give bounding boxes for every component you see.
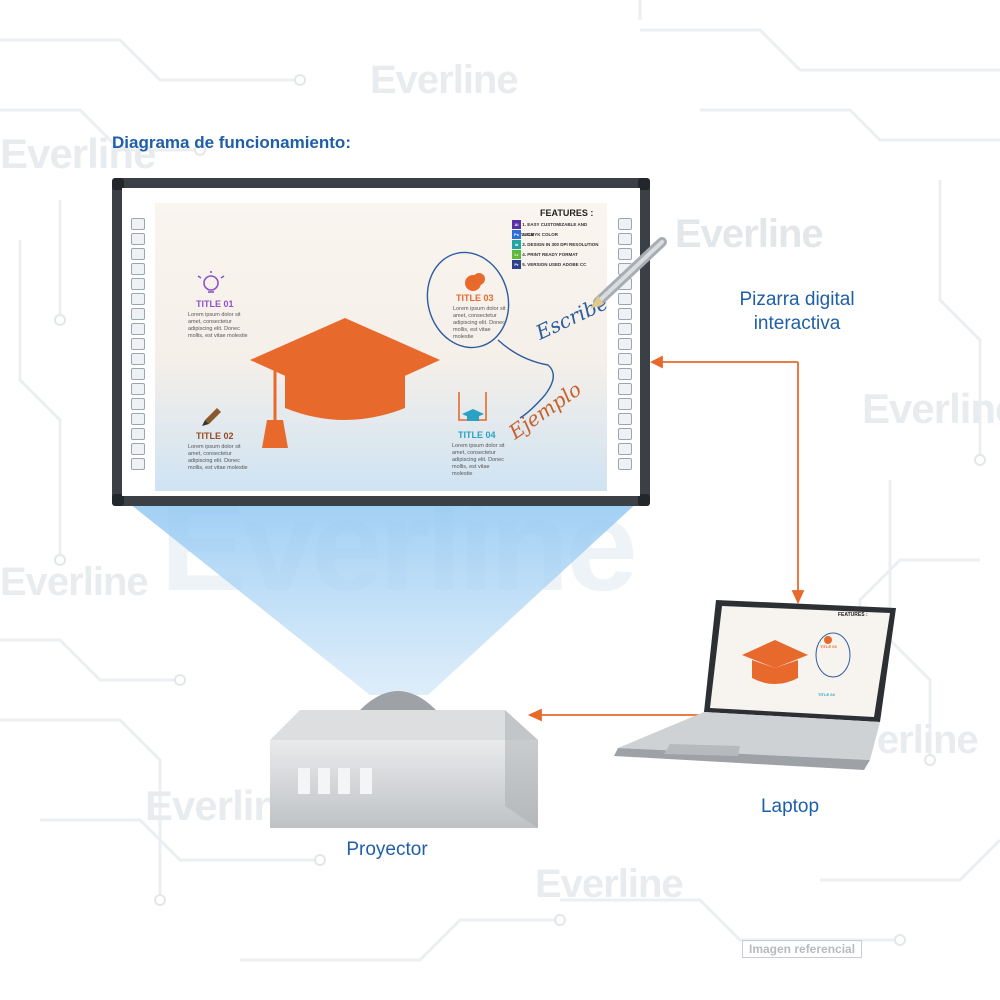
board-toolbar-left [131,218,145,473]
item-body-03: Lorem ipsum dolor sit amet, consectetur … [453,306,506,340]
tool-icon[interactable] [131,233,145,245]
adobe-id-icon: Id [512,240,521,250]
tool-icon[interactable] [131,218,145,230]
feature-item: Ai 1. EASY CUSTOMIZABLE AND EDITABLE [512,220,588,237]
board-label: Pizarra digital interactiva [739,289,855,334]
features-title: FEATURES : [540,208,594,218]
tool-icon[interactable] [618,443,632,455]
item-body-02: Lorem ipsum dolor sit amet, consectetur … [188,444,248,471]
laptop-features-title: FEATURES : [838,612,868,618]
watermark: Everline [0,130,156,177]
lightbulb-icon [197,271,225,293]
tool-icon[interactable] [131,443,145,455]
tool-icon[interactable] [131,278,145,290]
tool-icon[interactable] [131,293,145,305]
board-corner [638,178,650,190]
item-body-04: Lorem ipsum dolor sit amet, consectetur … [452,443,505,477]
reference-badge: Imagen referencial [742,940,863,958]
tool-icon[interactable] [618,308,632,320]
adobe-lr-icon: Lr [512,250,521,260]
tool-icon[interactable] [131,248,145,260]
pencil-icon [202,408,221,426]
tool-icon[interactable] [131,413,145,425]
tool-icon[interactable] [618,398,632,410]
tool-icon[interactable] [131,323,145,335]
diagram-title: Diagrama de funcionamiento: [112,133,351,152]
tool-icon[interactable] [131,338,145,350]
watermark: Everline [535,862,684,906]
tool-icon[interactable] [618,248,632,260]
item-title-01: TITLE 01 [196,299,234,309]
item-title-02: TITLE 02 [196,431,234,441]
adobe-pr-icon: Pr [512,260,521,270]
tool-icon[interactable] [618,413,632,425]
tool-icon[interactable] [131,263,145,275]
laptop-label: Laptop [760,796,820,817]
item-body-01: Lorem ipsum dolor sit amet, consectetur … [188,312,248,339]
tool-icon[interactable] [131,398,145,410]
tool-icon[interactable] [618,353,632,365]
item-title-04: TITLE 04 [458,430,496,440]
tool-icon[interactable] [618,323,632,335]
watermark: Everline [862,385,1000,432]
tool-icon[interactable] [131,368,145,380]
tool-icon[interactable] [618,233,632,245]
tool-icon[interactable] [618,428,632,440]
tool-icon[interactable] [618,383,632,395]
tool-icon[interactable] [131,428,145,440]
brain-icon [465,273,485,291]
adobe-ps-icon: Ps [512,230,521,240]
laptop-item-title-04: TITLE 04 [818,692,835,697]
item-title-03: TITLE 03 [456,293,494,303]
adobe-ai-icon: Ai [512,220,521,230]
projector-label: Proyector [346,839,428,860]
tool-icon[interactable] [618,293,632,305]
graduation-cap-icon [250,318,440,448]
feature-item: Id 3. DESIGN IN 300 DPI RESOLUTION [512,240,607,250]
feature-item: Ps 2. CMYK COLOR [512,230,607,240]
stylus-pen-icon [590,237,667,309]
tool-icon[interactable] [131,458,145,470]
tool-icon[interactable] [131,383,145,395]
tool-icon[interactable] [618,338,632,350]
feature-item: Lr 4. PRINT READY FORMAT [512,250,607,260]
board-corner [638,494,650,506]
tool-icon[interactable] [618,458,632,470]
watermark: Everline [675,212,824,256]
tool-icon[interactable] [618,368,632,380]
tool-icon[interactable] [618,218,632,230]
watermark: Everline [0,560,149,604]
tool-icon[interactable] [131,308,145,320]
watermark: Everline [370,58,519,102]
features-list: Ai 1. EASY CUSTOMIZABLE AND EDITABLE Ps … [512,220,607,270]
board-corner [112,494,124,506]
board-corner [112,178,124,190]
feature-item: Pr 5. VERSION USED ADOBE CC [512,260,607,270]
laptop-item-title-03: TITLE 03 [820,644,837,649]
tool-icon[interactable] [131,353,145,365]
board-toolbar-right [618,218,632,473]
drawn-ellipse [426,251,554,419]
